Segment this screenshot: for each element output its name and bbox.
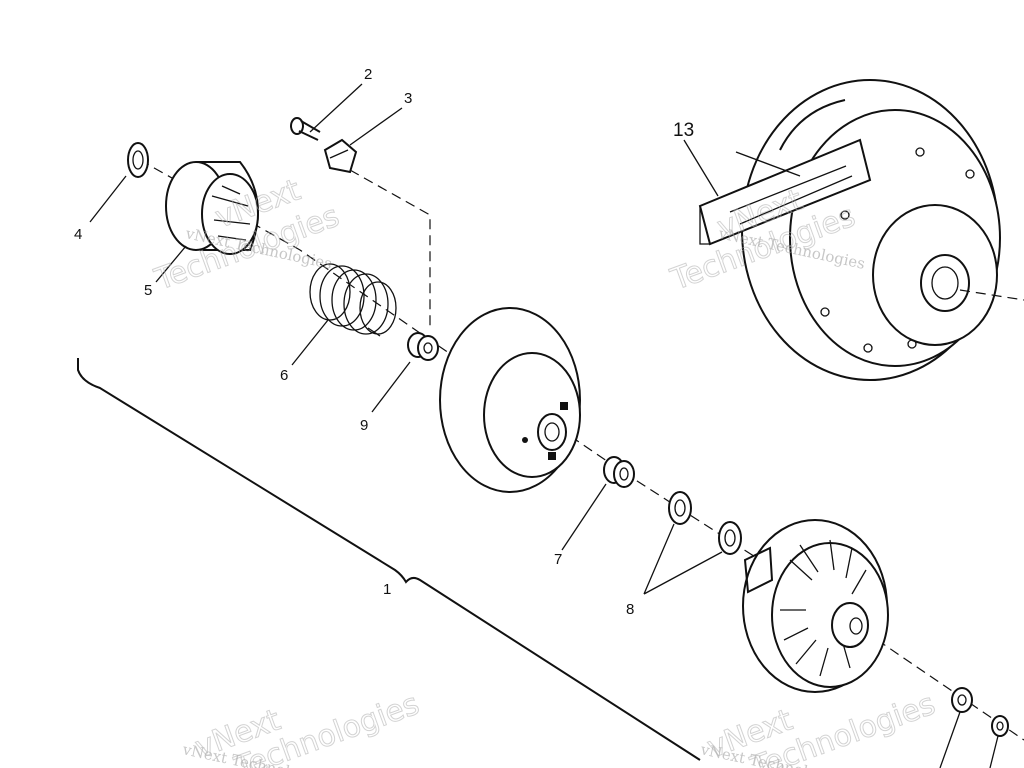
callout-4: 4 — [74, 226, 82, 243]
watermark-bottom-left: vNext Technologies vNext Technologies — [180, 686, 424, 768]
callout-3: 3 — [404, 90, 412, 107]
part-9-bushing — [407, 332, 439, 361]
assembly-1-bracket — [77, 358, 701, 761]
leader-lines — [89, 83, 999, 768]
callout-9: 9 — [360, 417, 368, 434]
callout-1: 1 — [383, 581, 391, 598]
callout-labels: 1 2 3 4 5 6 7 8 9 13 — [74, 66, 694, 618]
end-washers — [951, 687, 1009, 737]
callout-6: 6 — [280, 367, 288, 384]
part-2-pin — [290, 117, 321, 141]
part-13-drive-pulley — [698, 79, 1024, 381]
part-6-spring — [309, 263, 397, 337]
callout-8: 8 — [626, 601, 634, 618]
part-4-washer — [127, 142, 149, 178]
fixed-sheave — [742, 519, 889, 693]
callout-13: 13 — [673, 120, 694, 141]
movable-sheave — [439, 307, 581, 493]
part-7-bushing — [603, 456, 635, 488]
callout-5: 5 — [144, 282, 152, 299]
callout-2: 2 — [364, 66, 372, 83]
part-3-weight — [323, 138, 358, 174]
part-8-washers — [668, 491, 742, 555]
part-5-spider-cam — [165, 161, 259, 255]
watermark-bottom-right: vNext Technologies vNext Technologies — [698, 686, 940, 768]
callout-7: 7 — [554, 551, 562, 568]
